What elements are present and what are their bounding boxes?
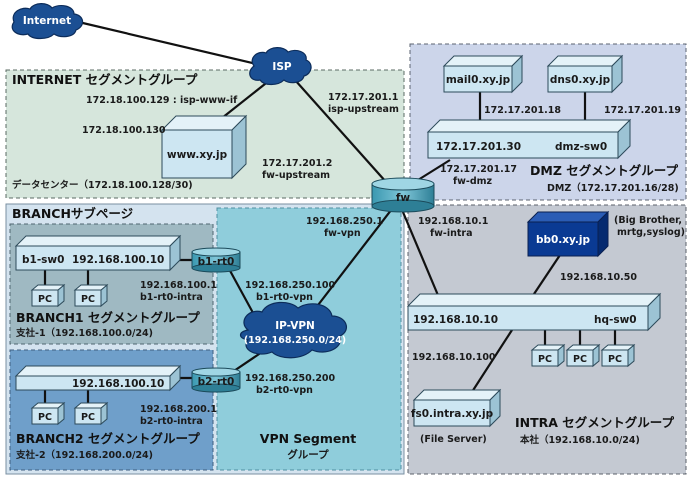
b1-pc-1[interactable]: PC (30, 283, 66, 308)
fw-vpn-name: fw-vpn (324, 228, 361, 239)
dmz-sw0-ip: 172.17.201.30 (436, 141, 521, 153)
pc-label: PC (608, 354, 622, 365)
intra-group-subtitle: 本社（192.168.10.0/24) (520, 434, 640, 446)
b2-rt0-vpn-name: b2-rt0-vpn (256, 385, 313, 396)
fw-vpn-ip: 192.168.250.1 (306, 216, 383, 227)
dmz-sw0-label: dmz-sw0 (555, 141, 607, 153)
b1-pc-2[interactable]: PC (73, 283, 109, 308)
hq-pc-2[interactable]: PC (565, 343, 601, 368)
fw-upstream-ip: 172.17.201.2 (262, 158, 332, 169)
b1-sw0-ip: 192.168.100.10 (72, 254, 164, 266)
ipvpn-cloud: IP-VPN (192.168.250.0/24) (239, 301, 348, 359)
ipvpn-net-label: (192.168.250.0/24) (244, 335, 346, 346)
b2-rt0-label: b2-rt0 (198, 376, 235, 388)
b1-sw0-label: b1-sw0 (22, 254, 64, 266)
hq-sw0-ip: 192.168.10.10 (413, 314, 498, 326)
b1-rt0-intra-name: b1-rt0-intra (140, 292, 203, 303)
fs0-note: (File Server) (420, 434, 487, 445)
bb0-server[interactable]: bb0.xy.jp (526, 210, 610, 258)
www-server[interactable]: www.xy.jp (160, 114, 248, 180)
fw-router[interactable]: fw (371, 177, 435, 213)
hq-sw0-label: hq-sw0 (594, 314, 637, 326)
bb0-ip: 192.168.10.50 (560, 272, 637, 283)
hq-pc-3[interactable]: PC (600, 343, 636, 368)
b2-rt0-router[interactable]: b2-rt0 (191, 367, 241, 393)
fw-upstream-name: fw-upstream (262, 170, 330, 181)
b2-pc-2[interactable]: PC (73, 401, 109, 426)
vpn-group-title: VPN Segment (260, 431, 356, 446)
branch2-group-title: BRANCH2 セグメントグループ (16, 431, 200, 446)
isp-upstream-ip: 172.17.201.1 (328, 92, 398, 103)
hq-sw0-switch[interactable]: 192.168.10.10 hq-sw0 (406, 292, 662, 332)
bb0-note-2: mrtg,syslog) (617, 227, 685, 238)
pc-label: PC (81, 294, 95, 305)
pc-label: PC (38, 294, 52, 305)
fs0-ip: 192.168.10.100 (412, 352, 496, 363)
internet-group-title: INTERNET セグメントグループ (12, 72, 198, 87)
pc-label: PC (38, 412, 52, 423)
branch-group-title: BRANCHサブページ (12, 206, 134, 221)
pc-label: PC (538, 354, 552, 365)
internet-cloud: Internet (11, 3, 84, 40)
dmz-group-title: DMZ セグメントグループ (530, 163, 678, 178)
bb0-note-1: (Big Brother, (614, 215, 682, 226)
dns0-server[interactable]: dns0.xy.jp (546, 54, 624, 94)
fw-intra-ip: 192.168.10.1 (418, 216, 488, 227)
hq-pc-1[interactable]: PC (530, 343, 566, 368)
dns0-label: dns0.xy.jp (550, 74, 611, 86)
branch2-group-subtitle: 支社-2（192.168.200.0/24) (15, 449, 153, 461)
internet-label: Internet (23, 15, 71, 27)
fw-intra-name: fw-intra (430, 228, 473, 239)
isp-label: ISP (272, 61, 291, 73)
intra-group-title: INTRA セグメントグループ (515, 415, 675, 430)
b1-rt0-intra-ip: 192.168.100.1 (140, 280, 217, 291)
b1-rt0-vpn-ip: 192.168.250.100 (245, 280, 336, 291)
b2-pc-1[interactable]: PC (30, 401, 66, 426)
ipvpn-label: IP-VPN (275, 320, 315, 332)
b2-rt0-intra-name: b2-rt0-intra (140, 416, 203, 427)
link-internet-isp (69, 18, 266, 68)
b1-rt0-vpn-name: b1-rt0-vpn (256, 292, 313, 303)
dmz-group-subtitle: DMZ（172.17.201.16/28) (547, 182, 679, 194)
www-label: www.xy.jp (167, 149, 228, 161)
link-hqsw-fs0 (469, 329, 513, 396)
mail0-label: mail0.xy.jp (446, 74, 511, 86)
pc-label: PC (81, 412, 95, 423)
b2-rt0-vpn-ip: 192.168.250.200 (245, 373, 336, 384)
isp-cloud: ISP (249, 47, 312, 86)
b2-sw0-switch[interactable]: 192.168.100.10 (14, 364, 182, 392)
b1-rt0-label: b1-rt0 (198, 256, 235, 268)
bb0-label: bb0.xy.jp (536, 234, 591, 246)
mail0-ip: 172.17.201.18 (484, 105, 561, 116)
branch1-group-title: BRANCH1 セグメントグループ (16, 310, 200, 325)
b1-rt0-router[interactable]: b1-rt0 (191, 247, 241, 273)
fw-dmz-ip: 172.17.201.17 (440, 164, 517, 175)
b2-rt0-intra-ip: 192.168.200.1 (140, 404, 217, 415)
branch1-group-subtitle: 支社-1（192.168.100.0/24) (15, 327, 153, 339)
pc-label: PC (573, 354, 587, 365)
link-fw-hqsw (398, 204, 442, 301)
isp-www-if-label: 172.18.100.129 : isp-www-if (86, 95, 238, 106)
b1-sw0-switch[interactable]: b1-sw0 192.168.100.10 (14, 234, 182, 272)
fs0-label: fs0.intra.xy.jp (411, 408, 494, 420)
fw-label: fw (396, 192, 411, 204)
link-isp-www (221, 79, 271, 119)
isp-upstream-name: isp-upstream (328, 104, 399, 115)
fw-dmz-name: fw-dmz (453, 176, 493, 187)
link-bb0-hqsw (529, 254, 561, 301)
internet-group-subtitle: データセンター（172.18.100.128/30) (12, 179, 193, 191)
vpn-group-subtitle: グループ (287, 448, 329, 461)
b2-sw0-ip: 192.168.100.10 (72, 378, 164, 390)
mail0-server[interactable]: mail0.xy.jp (442, 54, 524, 94)
fs0-server[interactable]: fs0.intra.xy.jp (411, 388, 502, 428)
link-fw-ipvpn (304, 204, 396, 323)
dns0-ip: 172.17.201.19 (604, 105, 681, 116)
link-isp-fw (294, 79, 396, 193)
dmz-sw0-switch[interactable]: 172.17.201.30 dmz-sw0 (426, 118, 632, 160)
www-ip-label: 172.18.100.130 (82, 125, 166, 136)
